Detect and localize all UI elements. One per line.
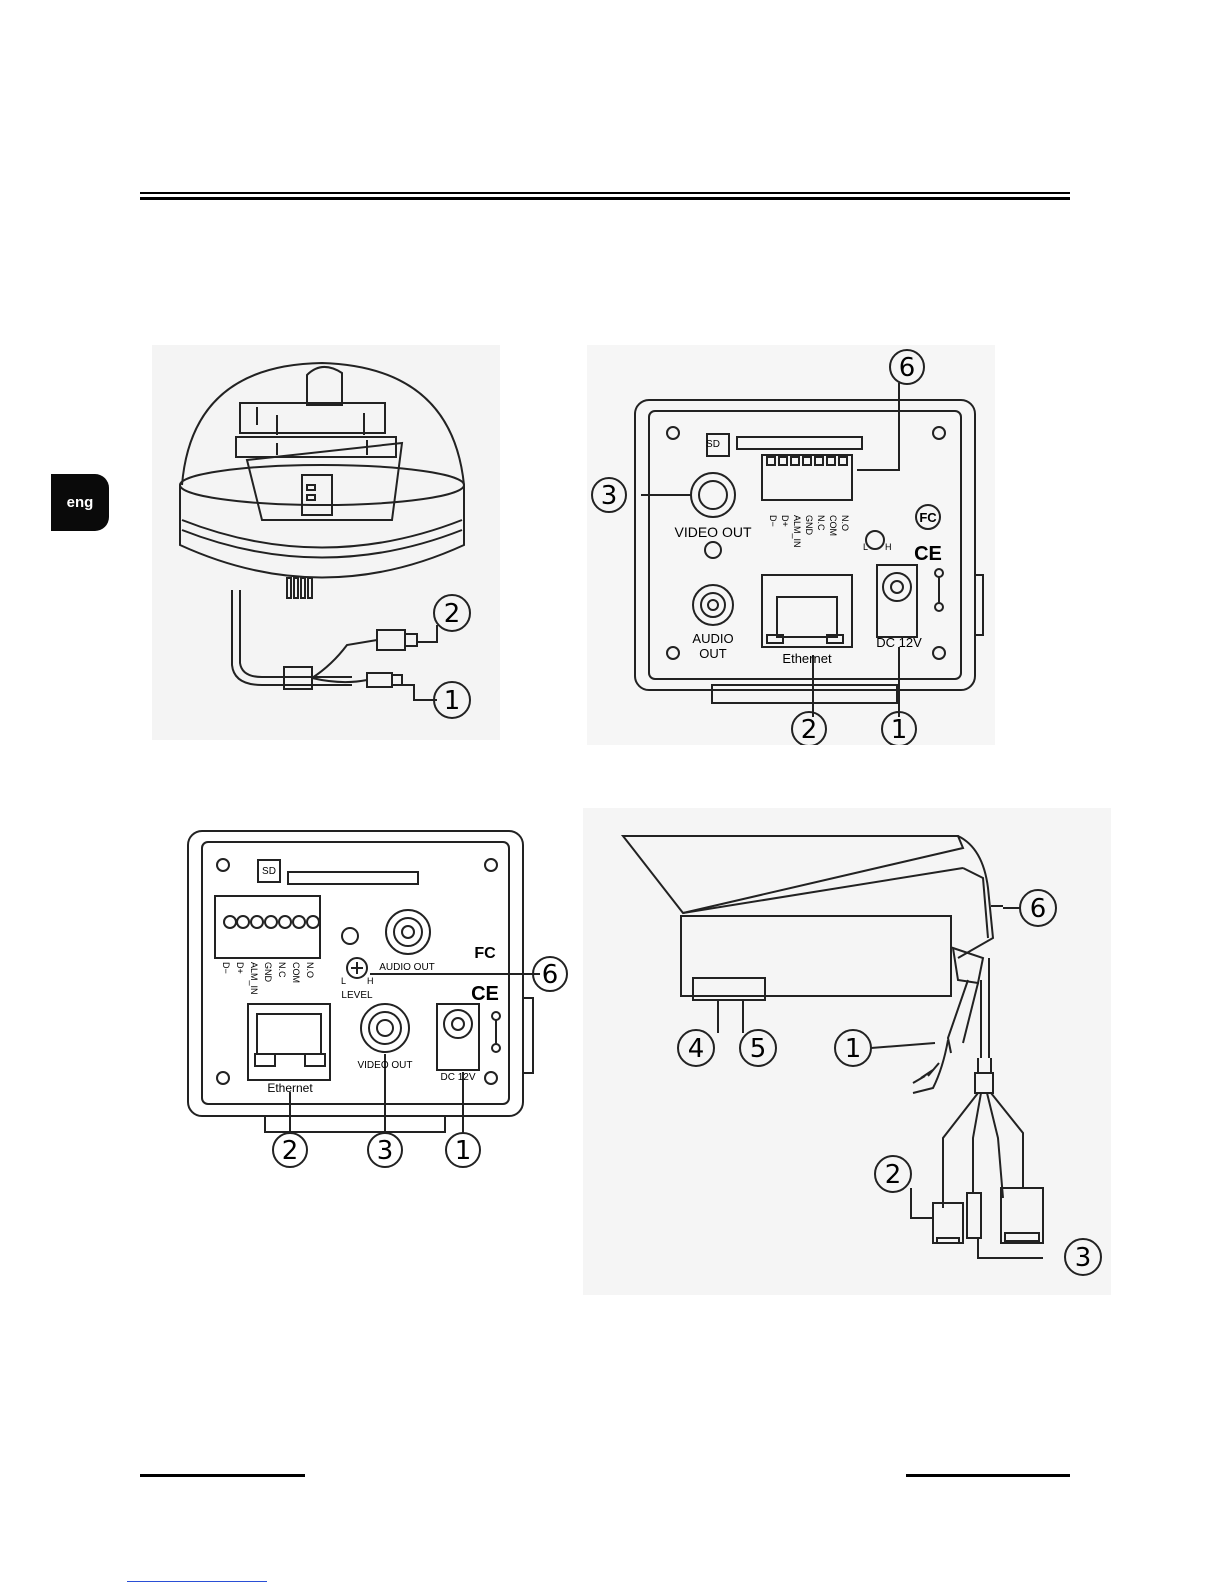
housing-camera-drawing: 6 4 5 1 2 3	[583, 808, 1111, 1295]
callout-1: 1	[891, 715, 908, 745]
audio-label: AUDIO	[692, 631, 733, 646]
callout-1: 1	[455, 1136, 472, 1166]
terminal-label-gnd: GND	[804, 515, 814, 536]
callout-2: 2	[885, 1160, 902, 1190]
ethernet-label: Ethernet	[267, 1081, 313, 1095]
callout-3: 3	[377, 1136, 394, 1166]
callout-6: 6	[899, 353, 916, 383]
terminal-label-no: N.O	[305, 962, 315, 978]
box-camera-rear-b-drawing: SD D− D+ ALM_IN GND N.C COM N.O L H LEVE…	[185, 828, 573, 1173]
box-camera-rear-a-drawing: SD D− D+ ALM_IN GND N.C COM N.O L H VIDE…	[587, 345, 995, 745]
fc-mark: FC	[919, 510, 937, 525]
terminal-label-com: COM	[291, 962, 301, 983]
header-rule-thick	[140, 197, 1070, 200]
callout-5: 5	[750, 1034, 767, 1064]
callout-2: 2	[801, 715, 818, 745]
terminal-label-com: COM	[828, 515, 838, 536]
sd-label: SD	[706, 439, 720, 450]
language-tab[interactable]: eng	[51, 474, 109, 531]
dc-12v-label: DC 12V	[876, 635, 922, 650]
footer-rule-left	[140, 1474, 305, 1477]
terminal-labels: D− D+ ALM_IN GND N.C COM N.O	[768, 515, 850, 548]
dome-camera-figure: 2 1	[152, 345, 500, 740]
terminal-label-nc: N.C	[277, 962, 287, 978]
terminal-label-gnd: GND	[263, 962, 273, 983]
ce-mark: CE	[471, 983, 499, 1005]
terminal-label-alm-in: ALM_IN	[792, 515, 802, 548]
terminal-label-d-minus: D−	[768, 515, 778, 527]
language-tab-label: eng	[67, 494, 94, 511]
callout-3: 3	[601, 481, 618, 511]
video-out-label: VIDEO OUT	[357, 1060, 412, 1071]
level-l-label: L	[863, 542, 868, 552]
level-h-label: H	[885, 542, 892, 552]
callout-1: 1	[845, 1034, 862, 1064]
callout-3: 3	[1075, 1243, 1092, 1273]
callout-2: 2	[444, 599, 461, 629]
box-camera-rear-a-figure: SD D− D+ ALM_IN GND N.C COM N.O L H VIDE…	[587, 345, 995, 745]
video-out-label: VIDEO OUT	[674, 524, 751, 540]
ethernet-label: Ethernet	[782, 651, 832, 666]
terminal-label-d-plus: D+	[235, 962, 245, 974]
header-rule-thin	[140, 192, 1070, 194]
callout-1: 1	[444, 686, 461, 716]
terminal-label-nc: N.C	[816, 515, 826, 531]
callout-6: 6	[542, 960, 559, 990]
terminal-label-d-plus: D+	[780, 515, 790, 527]
sd-label: SD	[262, 866, 276, 877]
ce-mark: CE	[914, 543, 942, 565]
callout-4: 4	[688, 1034, 705, 1064]
callout-6: 6	[1030, 894, 1047, 924]
level-l-label: L	[341, 976, 346, 986]
terminal-label-d-minus: D−	[221, 962, 231, 974]
dome-camera-drawing: 2 1	[152, 345, 500, 740]
footer-link-underline[interactable]	[127, 1581, 267, 1582]
callout-2: 2	[282, 1136, 299, 1166]
level-label: LEVEL	[341, 990, 373, 1001]
level-h-label: H	[367, 976, 374, 986]
box-camera-rear-b-figure: SD D− D+ ALM_IN GND N.C COM N.O L H LEVE…	[185, 828, 573, 1173]
housing-camera-figure: 6 4 5 1 2 3	[583, 808, 1111, 1295]
terminal-label-no: N.O	[840, 515, 850, 531]
terminal-label-alm-in: ALM_IN	[249, 962, 259, 995]
audio-out-label: AUDIO OUT	[379, 962, 435, 973]
dc-12v-label: DC 12V	[440, 1072, 475, 1083]
audio-out-label: OUT	[699, 646, 727, 661]
fc-mark: FC	[474, 945, 496, 962]
footer-rule-right	[906, 1474, 1070, 1477]
